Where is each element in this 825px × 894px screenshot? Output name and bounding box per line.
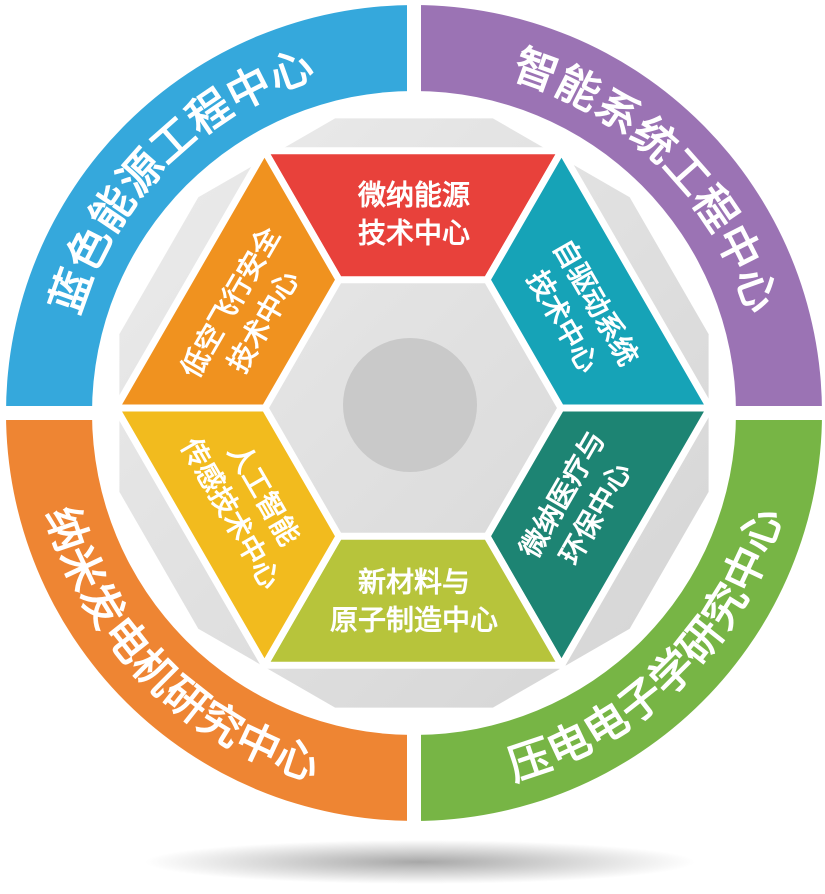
hex-label-bottom-line-2: 原子制造中心 [330,604,498,637]
hex-label-bottom: 新材料与 原子制造中心 [330,566,498,637]
ring-segment-bottom-right [414,413,822,821]
center-circle [343,338,477,472]
hex-label-top-line-1: 微纳能源 [357,179,470,212]
ring-segment-top-right [414,5,822,413]
ring-segment-bottom-left [6,413,414,821]
hex-label-top-line-2: 技术中心 [358,217,470,250]
inner-hexagon [109,143,717,673]
hex-segment-top-left [109,143,344,412]
ring-segment-top-left [6,5,414,413]
base-shadow [145,840,695,884]
hex-label-top: 微纳能源 技术中心 [357,179,470,250]
hex-label-bottom-line-1: 新材料与 [358,566,470,599]
